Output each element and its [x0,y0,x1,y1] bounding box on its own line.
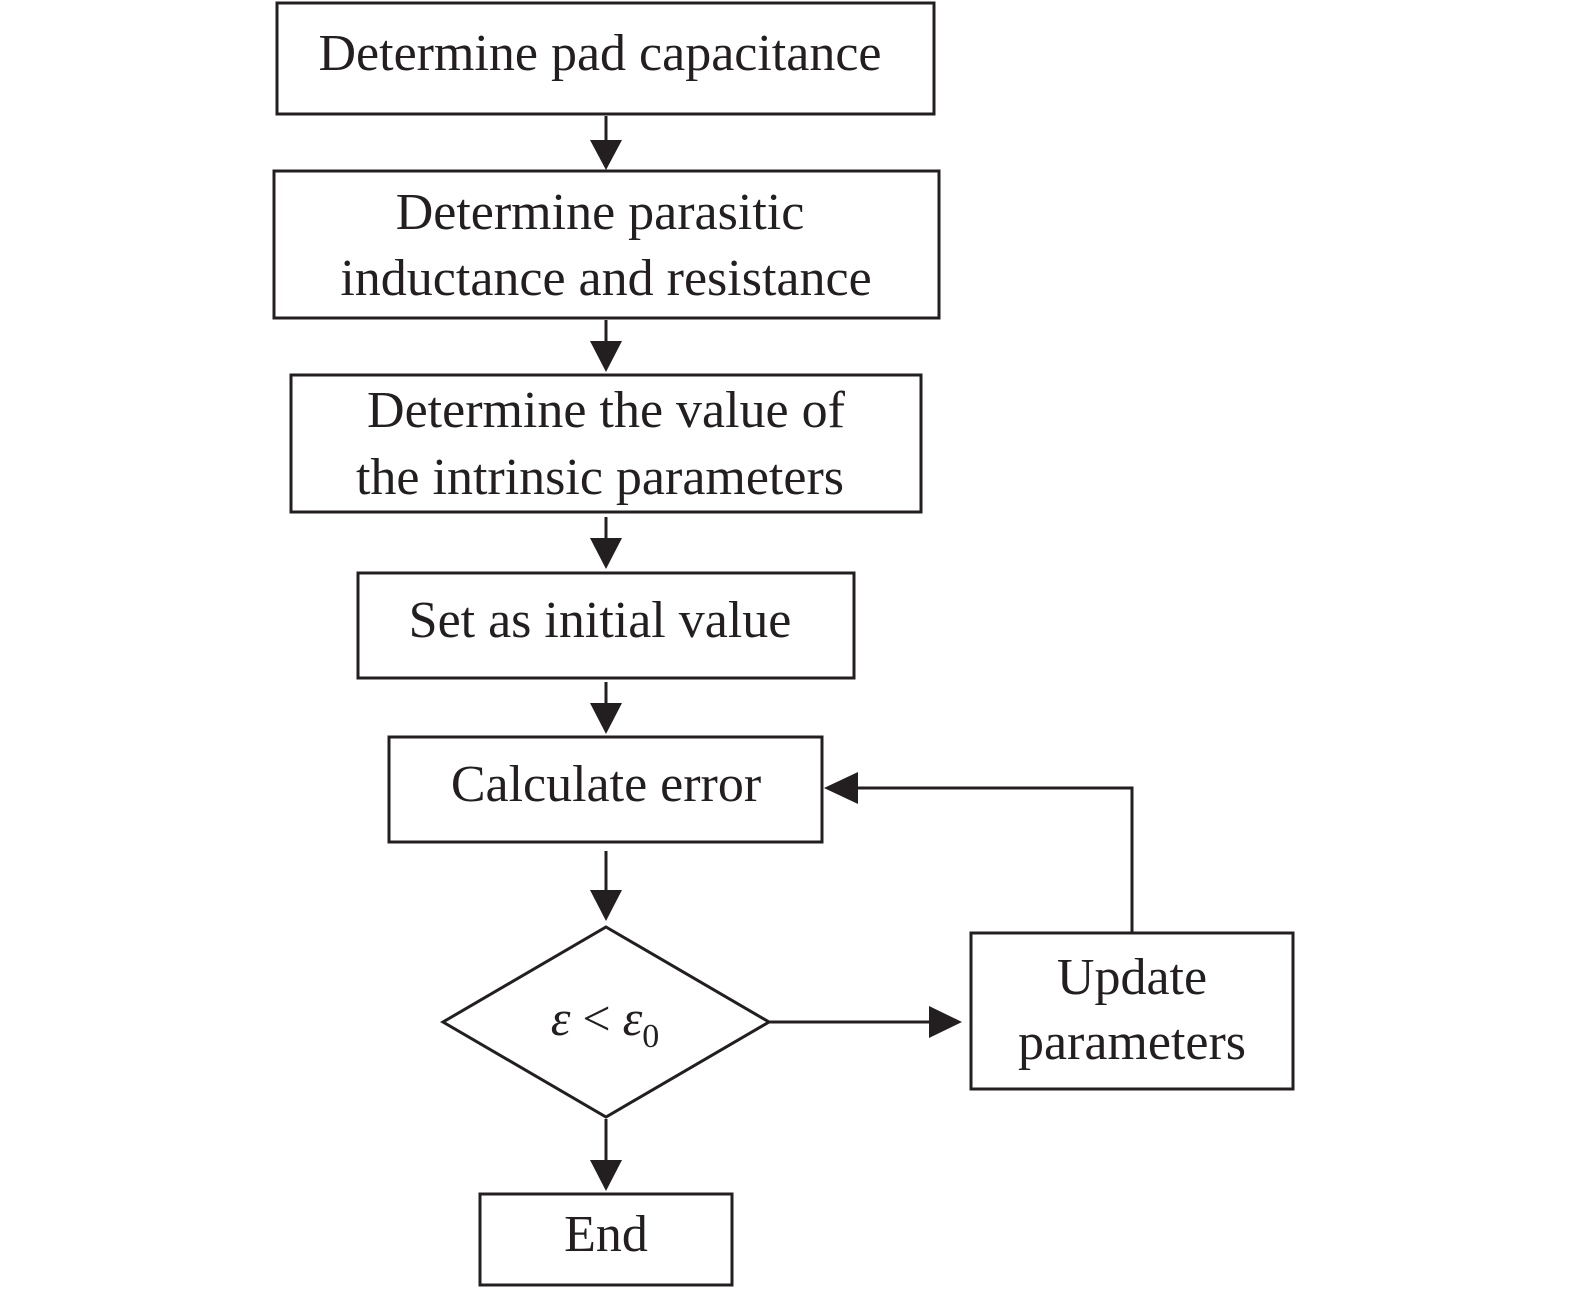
node-label-line: Calculate error [451,756,761,813]
arrowhead-icon [590,890,622,921]
condition-threshold-subscript: 0 [642,1018,659,1055]
decision-diamond [440,925,772,1119]
node-label-line: Determine the value of [367,382,846,439]
node-label-line: parameters [1018,1014,1246,1071]
node-label-line: End [564,1206,648,1263]
node-update-parameters: Update parameters [969,931,1295,1091]
node-box [478,1192,734,1287]
loop-path [856,786,1134,933]
node-set-initial-value: Set as initial value [356,571,856,680]
arrowhead-icon [824,772,858,804]
arrow-calculate-to-decision [590,851,622,921]
arrow-decision-to-update [769,1006,962,1038]
arrowhead-icon [590,1160,622,1191]
condition-variable: ε [551,990,571,1046]
node-box [275,1,936,116]
condition-threshold: ε [623,990,643,1046]
node-determine-pad-capacitance: Determine pad capacitance [275,1,936,116]
arrow-parasitic-to-intrinsic [590,320,622,372]
node-label-line: Set as initial value [409,592,792,649]
condition-operator: < [582,990,610,1046]
node-label-line: Determine parasitic [396,184,805,241]
arrow-decision-to-end [590,1119,622,1191]
node-label-line: Update [1057,949,1207,1006]
node-box [969,931,1295,1091]
node-box [272,169,941,320]
decision-condition: ε<ε0 [551,990,660,1055]
node-label-line: inductance and resistance [340,250,871,307]
node-end: End [478,1192,734,1287]
node-label-line: the intrinsic parameters [356,449,844,506]
node-box [356,571,856,680]
node-box [289,373,923,514]
arrow-pad-to-parasitic [590,116,622,170]
arrowhead-icon [929,1006,962,1038]
arrow-initial-to-calculate [590,682,622,734]
arrowhead-icon [590,140,622,170]
node-determine-parasitic: Determine parasitic inductance and resis… [272,169,941,320]
node-box [387,735,824,844]
arrow-intrinsic-to-initial [590,517,622,569]
node-determine-intrinsic: Determine the value of the intrinsic par… [289,373,923,514]
arrowhead-icon [590,538,622,569]
arrow-update-to-calculate-loop [824,772,1134,933]
node-decision-error-threshold: ε<ε0 [440,925,772,1119]
node-calculate-error: Calculate error [387,735,824,844]
arrowhead-icon [590,703,622,734]
arrowhead-icon [590,341,622,372]
node-label-line: Determine pad capacitance [319,25,882,82]
